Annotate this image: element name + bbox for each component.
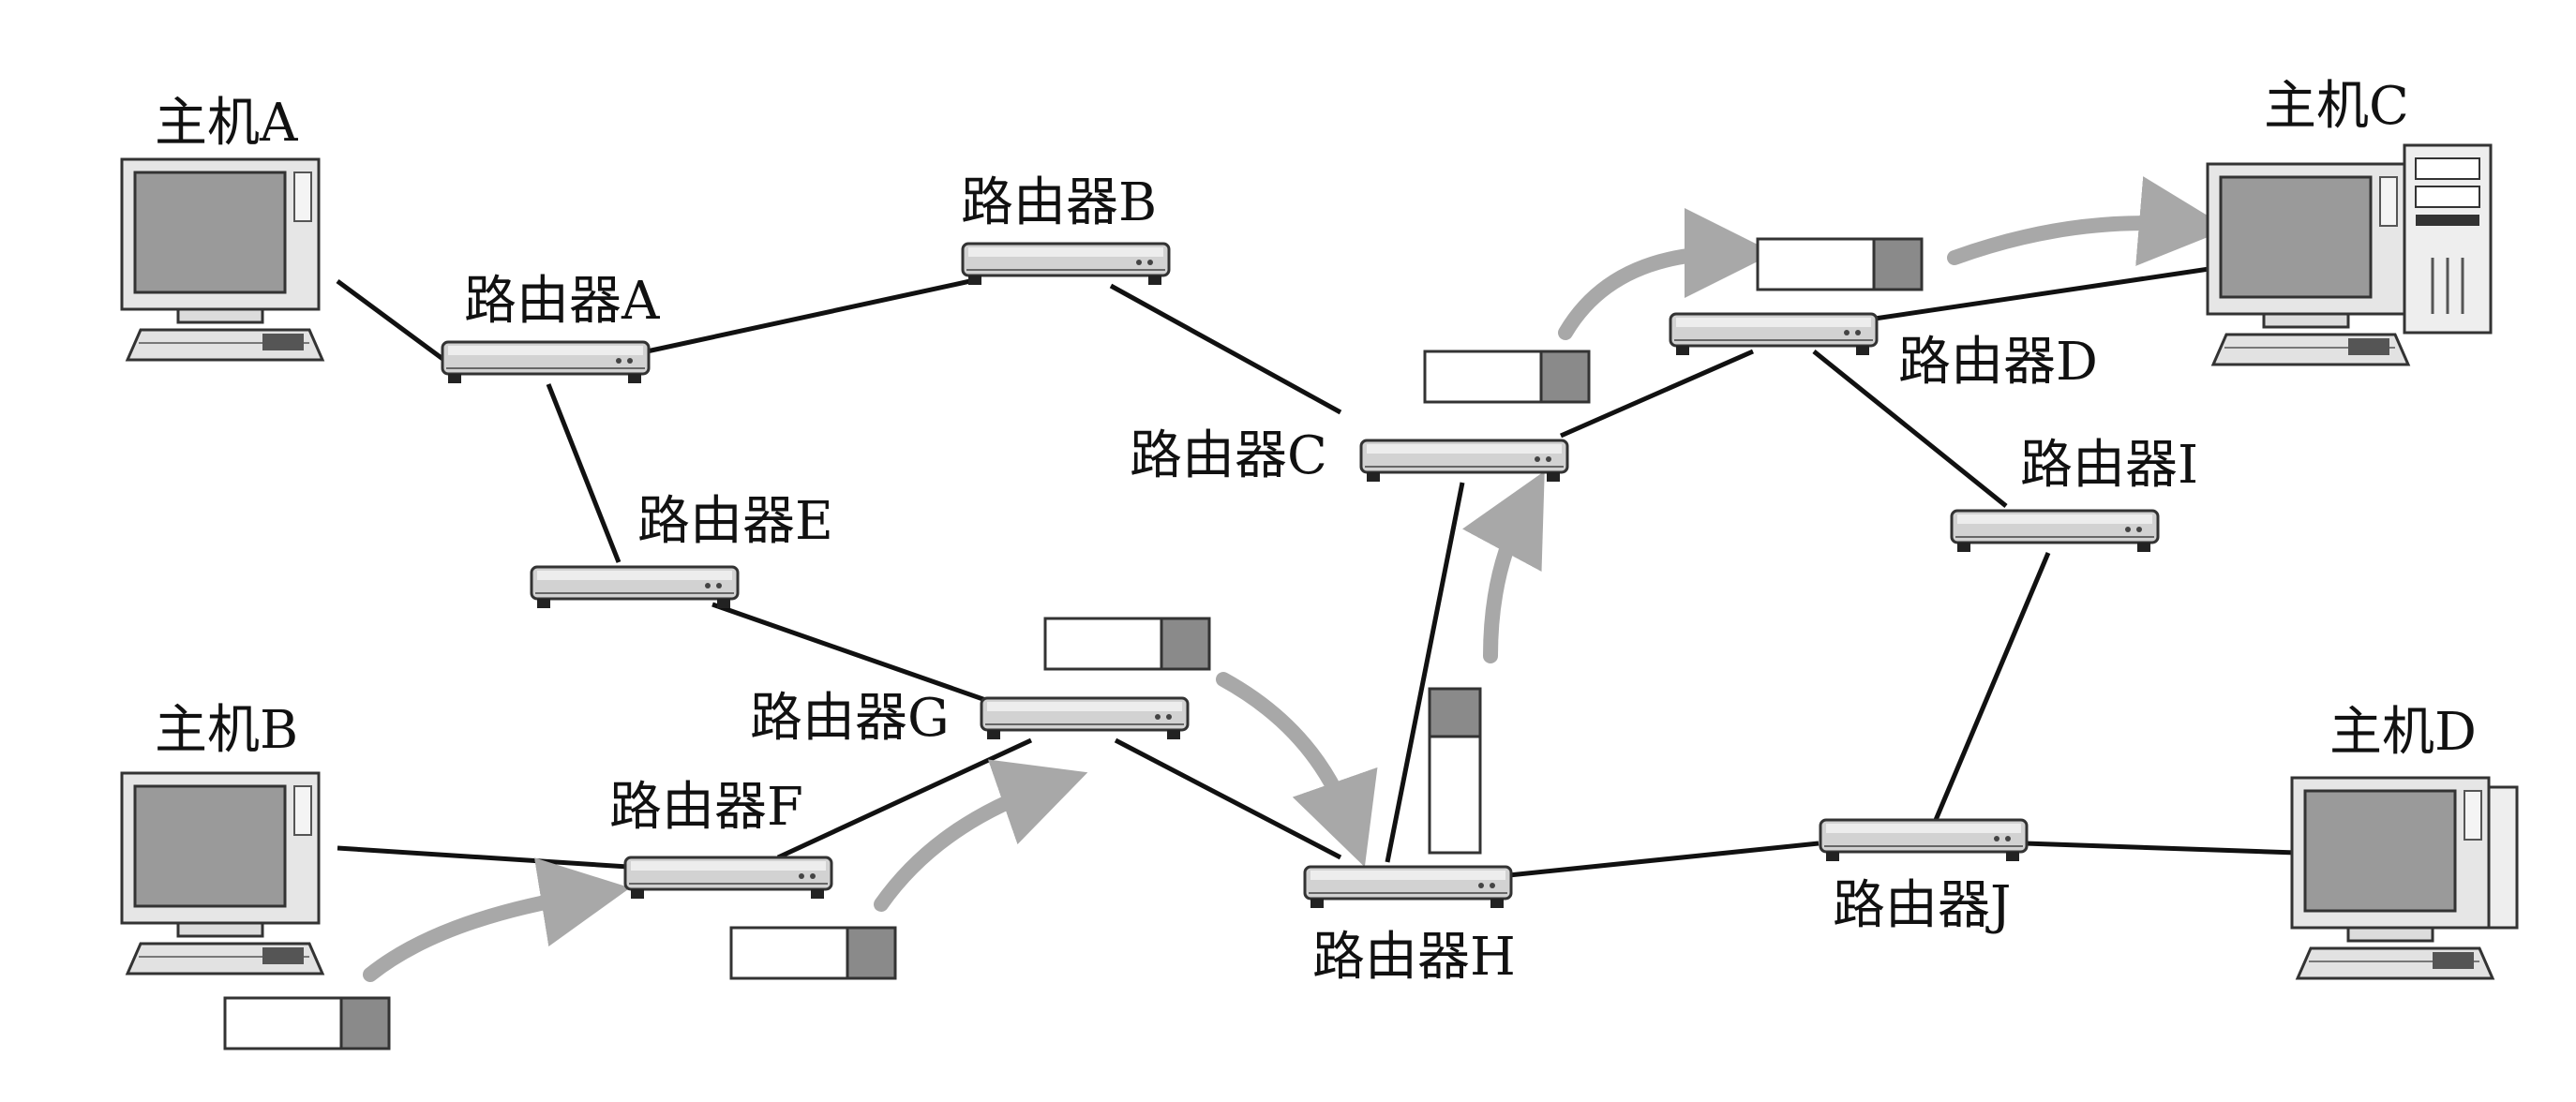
router-c: 路由器C [1130, 425, 1569, 486]
host-b: 主机B [120, 700, 324, 975]
route-arrow-2 [874, 759, 1088, 912]
link-router-h-router-c [1385, 482, 1465, 863]
host-a: 主机A [120, 93, 324, 362]
host-a-label: 主机A [155, 93, 298, 154]
router-h-label: 路由器H [1312, 927, 1516, 988]
router-j: 路由器J [1819, 818, 2029, 936]
link-router-e-router-g [711, 602, 995, 706]
packet-3 [1043, 617, 1211, 671]
network-links [336, 264, 2298, 879]
router-f-label: 路由器F [609, 777, 803, 838]
packet-6 [1756, 237, 1924, 291]
router-c-label: 路由器C [1130, 425, 1327, 486]
link-router-j-host-d [2024, 841, 2298, 856]
link-router-c-router-d [1559, 349, 1755, 439]
route-arrow-1 [363, 857, 631, 982]
host-c-label: 主机C [2264, 76, 2409, 137]
packet-4 [1428, 687, 1482, 855]
packet-1 [223, 996, 391, 1050]
packet-2 [729, 926, 897, 980]
link-router-i-router-j [1933, 552, 2051, 821]
link-router-g-router-f [776, 737, 1033, 860]
link-router-d-host-c [1874, 264, 2223, 321]
router-e-label: 路由器E [637, 491, 833, 552]
router-g-label: 路由器G [750, 688, 950, 749]
link-router-a-router-b [646, 278, 971, 354]
router-h: 路由器H [1303, 865, 1516, 988]
link-router-a-router-e [546, 383, 622, 563]
route-arrow-6 [1947, 176, 2229, 266]
route-arrow-5 [1558, 208, 1775, 340]
route-arrow-4 [1461, 470, 1545, 663]
router-g: 路由器G [750, 688, 1190, 749]
router-d: 路由器D [1669, 312, 2098, 393]
router-j-label: 路由器J [1833, 875, 2011, 936]
router-i-label: 路由器I [2020, 435, 2198, 496]
host-c: 主机C [2206, 76, 2493, 366]
router-f: 路由器F [609, 777, 833, 901]
link-host-b-router-f [337, 845, 629, 870]
link-router-h-router-j [1499, 841, 1820, 879]
route-arrow-3 [1216, 672, 1378, 868]
host-d-label: 主机D [2329, 702, 2477, 763]
host-b-label: 主机B [155, 700, 298, 761]
link-router-d-router-i [1812, 350, 2008, 508]
router-d-label: 路由器D [1898, 332, 2098, 393]
host-d: 主机D [2290, 702, 2519, 980]
router-b-label: 路由器B [961, 172, 1157, 233]
packet-5 [1423, 350, 1591, 404]
link-host-a-router-a [336, 278, 447, 364]
link-router-b-router-c [1109, 283, 1342, 415]
router-a-label: 路由器A [464, 271, 660, 332]
router-b: 路由器B [961, 172, 1171, 287]
packet-route-arrows [363, 176, 2229, 982]
router-a: 路由器A [441, 271, 660, 385]
router-i: 路由器I [1950, 435, 2198, 554]
router-e: 路由器E [530, 491, 833, 610]
